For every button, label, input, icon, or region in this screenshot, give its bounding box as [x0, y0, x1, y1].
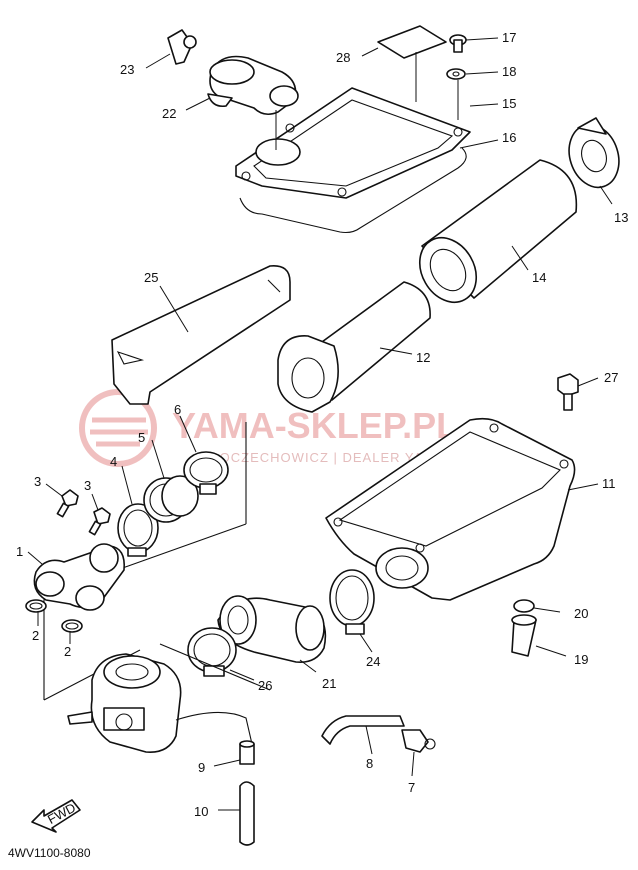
part-26-clamp: [187, 627, 237, 677]
callout-7: 7: [408, 780, 415, 795]
watermark-brand: YAMA-SKLEP.PL: [172, 405, 458, 446]
callout-19: 19: [574, 652, 588, 667]
part-7-cap: [401, 729, 436, 753]
callout-10: 10: [194, 804, 208, 819]
callout-13: 13: [614, 210, 628, 225]
callout-27: 27: [604, 370, 618, 385]
callout-2b: 2: [64, 644, 71, 659]
callout-22: 22: [162, 106, 176, 121]
callout-3b: 3: [84, 478, 91, 493]
callout-20: 20: [574, 606, 588, 621]
callout-21: 21: [322, 676, 336, 691]
part-9-fitting: [239, 740, 255, 765]
fwd-label: FWD: [45, 800, 78, 827]
callout-25: 25: [144, 270, 158, 285]
part-5-joint: [143, 475, 199, 523]
callout-11: 11: [602, 476, 616, 491]
part-6-clamp: [183, 451, 229, 495]
callout-28: 28: [336, 50, 350, 65]
part-2-o-ring-b: [61, 619, 83, 633]
callout-5: 5: [138, 430, 145, 445]
part-21-boot: [217, 595, 327, 664]
part-28-label: [377, 25, 447, 102]
callout-4: 4: [110, 454, 117, 469]
leader-lines: [27, 47, 613, 811]
callout-3a: 3: [34, 474, 41, 489]
part-20-clip: [513, 599, 561, 613]
part-11-case: [325, 417, 576, 601]
dealer-watermark: YAMA-SKLEP.PL SOCZECHOWICZ | DEALER YAMA…: [79, 389, 465, 467]
diagram-code: 4WV1100-8080: [8, 846, 91, 860]
part-25-sheet: [111, 265, 291, 405]
fwd-arrow-icon: FWD: [31, 799, 81, 833]
callout-12: 12: [416, 350, 430, 365]
callout-15: 15: [502, 96, 516, 111]
callout-23: 23: [120, 62, 134, 77]
callout-8: 8: [366, 756, 373, 771]
part-23-screw-clamp: [167, 29, 197, 65]
part-1-manifold: [33, 543, 126, 611]
callout-9: 9: [198, 760, 205, 775]
part-3-screw-b: [88, 507, 111, 536]
callout-16: 16: [502, 130, 516, 145]
callout-18: 18: [502, 64, 516, 79]
part-19-drain: [511, 614, 567, 657]
part-10-hose: [239, 781, 255, 846]
callout-2a: 2: [32, 628, 39, 643]
callout-numbers: 23 22 28 17 18 15 16 13 14 12 25 27 11 6…: [16, 30, 628, 819]
callout-17: 17: [502, 30, 516, 45]
carburetor: [67, 653, 182, 753]
callout-14: 14: [532, 270, 546, 285]
part-12-filter-guide: [277, 281, 431, 413]
part-24-clamp: [329, 569, 375, 635]
watermark-logo-stripes-icon: [90, 417, 148, 447]
part-8-hose: [175, 711, 405, 745]
part-15-case-cover: [235, 87, 471, 199]
callout-26: 26: [258, 678, 272, 693]
part-14-filter-element: [418, 159, 578, 303]
part-16-gasket: [239, 139, 499, 234]
part-13-cap: [568, 117, 620, 189]
callout-24: 24: [366, 654, 380, 669]
part-17-screw: [449, 34, 499, 53]
part-22-joint: [207, 55, 299, 150]
watermark-logo-icon: [79, 389, 157, 467]
part-4-clamp: [117, 503, 159, 557]
part-3-screw-a: [56, 489, 79, 518]
part-27-bolt: [557, 373, 579, 411]
callout-6: 6: [174, 402, 181, 417]
callout-1: 1: [16, 544, 23, 559]
part-2-o-ring-a: [25, 599, 47, 613]
watermark-subtitle: SOCZECHOWICZ | DEALER YAMAHA: [210, 450, 465, 465]
part-18-washer: [446, 68, 499, 80]
